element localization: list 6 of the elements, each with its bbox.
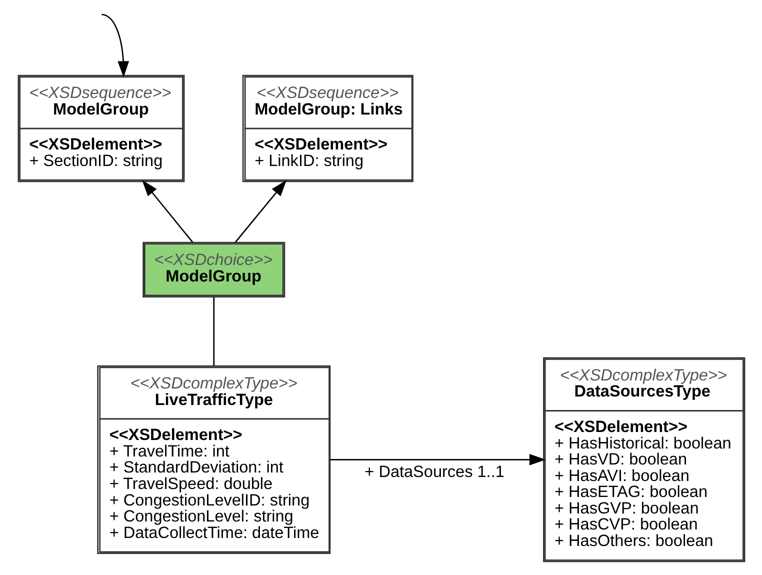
arrow — [142, 180, 193, 243]
edge-label: + DataSources 1..1 — [364, 462, 504, 481]
connector — [212, 297, 214, 366]
arrow — [234, 180, 286, 243]
arrow — [100, 14, 129, 78]
arrow — [330, 454, 546, 466]
